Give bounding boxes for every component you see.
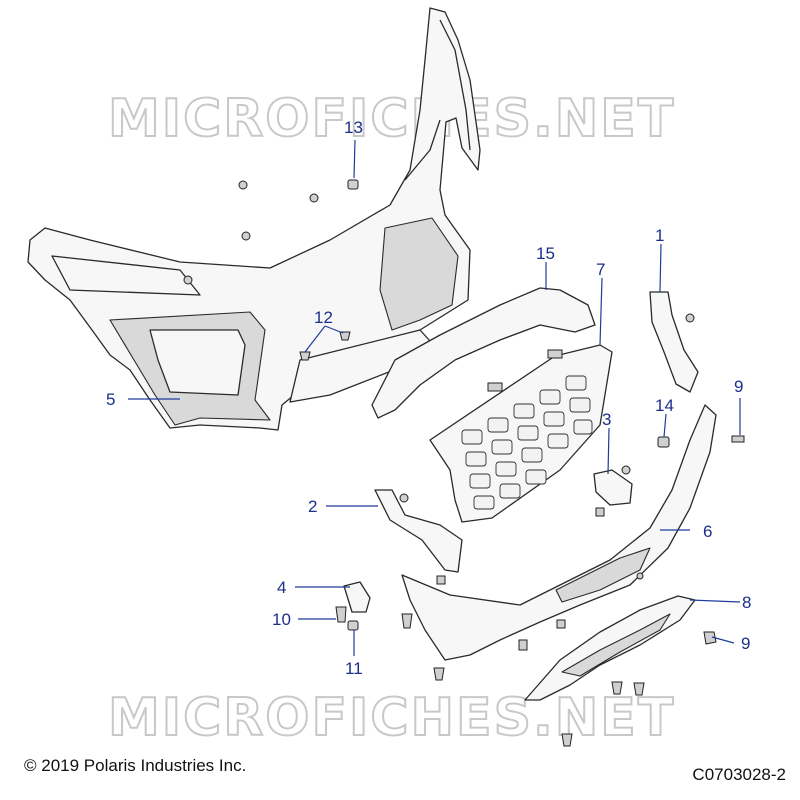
lower-fascia-part-6 bbox=[401, 404, 717, 661]
screw-part-10 bbox=[335, 606, 347, 623]
callout-5: 5 bbox=[106, 390, 115, 409]
frame-hole bbox=[241, 231, 251, 241]
callout-3: 3 bbox=[602, 410, 611, 429]
frame-hole bbox=[238, 180, 248, 190]
copyright-text: © 2019 Polaris Industries Inc. bbox=[24, 756, 247, 775]
upper-panel-part-15 bbox=[371, 287, 596, 419]
callout-14: 14 bbox=[655, 396, 674, 415]
callout-8: 8 bbox=[742, 593, 751, 612]
callout-1: 1 bbox=[655, 226, 664, 245]
spacer-part-11 bbox=[347, 620, 359, 631]
callouts: 13 15 1 7 12 5 9 14 3 2 6 4 8 10 9 11 bbox=[106, 118, 751, 678]
callout-9-lower: 9 bbox=[741, 634, 750, 653]
bracket-part-2 bbox=[374, 489, 463, 573]
callout-13: 13 bbox=[344, 118, 363, 137]
front-frame-part-5 bbox=[27, 7, 481, 431]
callout-10: 10 bbox=[272, 610, 291, 629]
grommet-part-13 bbox=[347, 179, 359, 190]
screw-part-9-lower bbox=[703, 631, 717, 645]
watermark-bottom: MICROFICHES.NET bbox=[108, 688, 675, 748]
callout-11: 11 bbox=[345, 659, 363, 678]
watermark-top: MICROFICHES.NET bbox=[108, 89, 675, 149]
callout-15: 15 bbox=[536, 244, 555, 263]
bracket-part-4 bbox=[343, 581, 371, 613]
lower-panel-part-8 bbox=[524, 595, 696, 701]
bracket-part-3 bbox=[593, 465, 633, 517]
callout-7: 7 bbox=[596, 260, 605, 279]
bracket-part-1 bbox=[649, 291, 699, 393]
callout-9-upper: 9 bbox=[734, 377, 743, 396]
drawing-number: C0703028-2 bbox=[692, 765, 786, 784]
nut-part-14 bbox=[657, 436, 670, 448]
callout-12: 12 bbox=[314, 308, 333, 327]
fasteners bbox=[401, 575, 645, 747]
callout-4: 4 bbox=[277, 578, 286, 597]
callout-6: 6 bbox=[703, 522, 712, 541]
frame-hole bbox=[183, 275, 193, 285]
grille-part-7 bbox=[429, 344, 613, 523]
frame-hole bbox=[309, 193, 319, 203]
leader-lines bbox=[128, 139, 741, 656]
callout-2: 2 bbox=[308, 497, 317, 516]
screw-part-9-upper bbox=[731, 435, 745, 443]
push-rivet-part-12 bbox=[299, 331, 351, 361]
